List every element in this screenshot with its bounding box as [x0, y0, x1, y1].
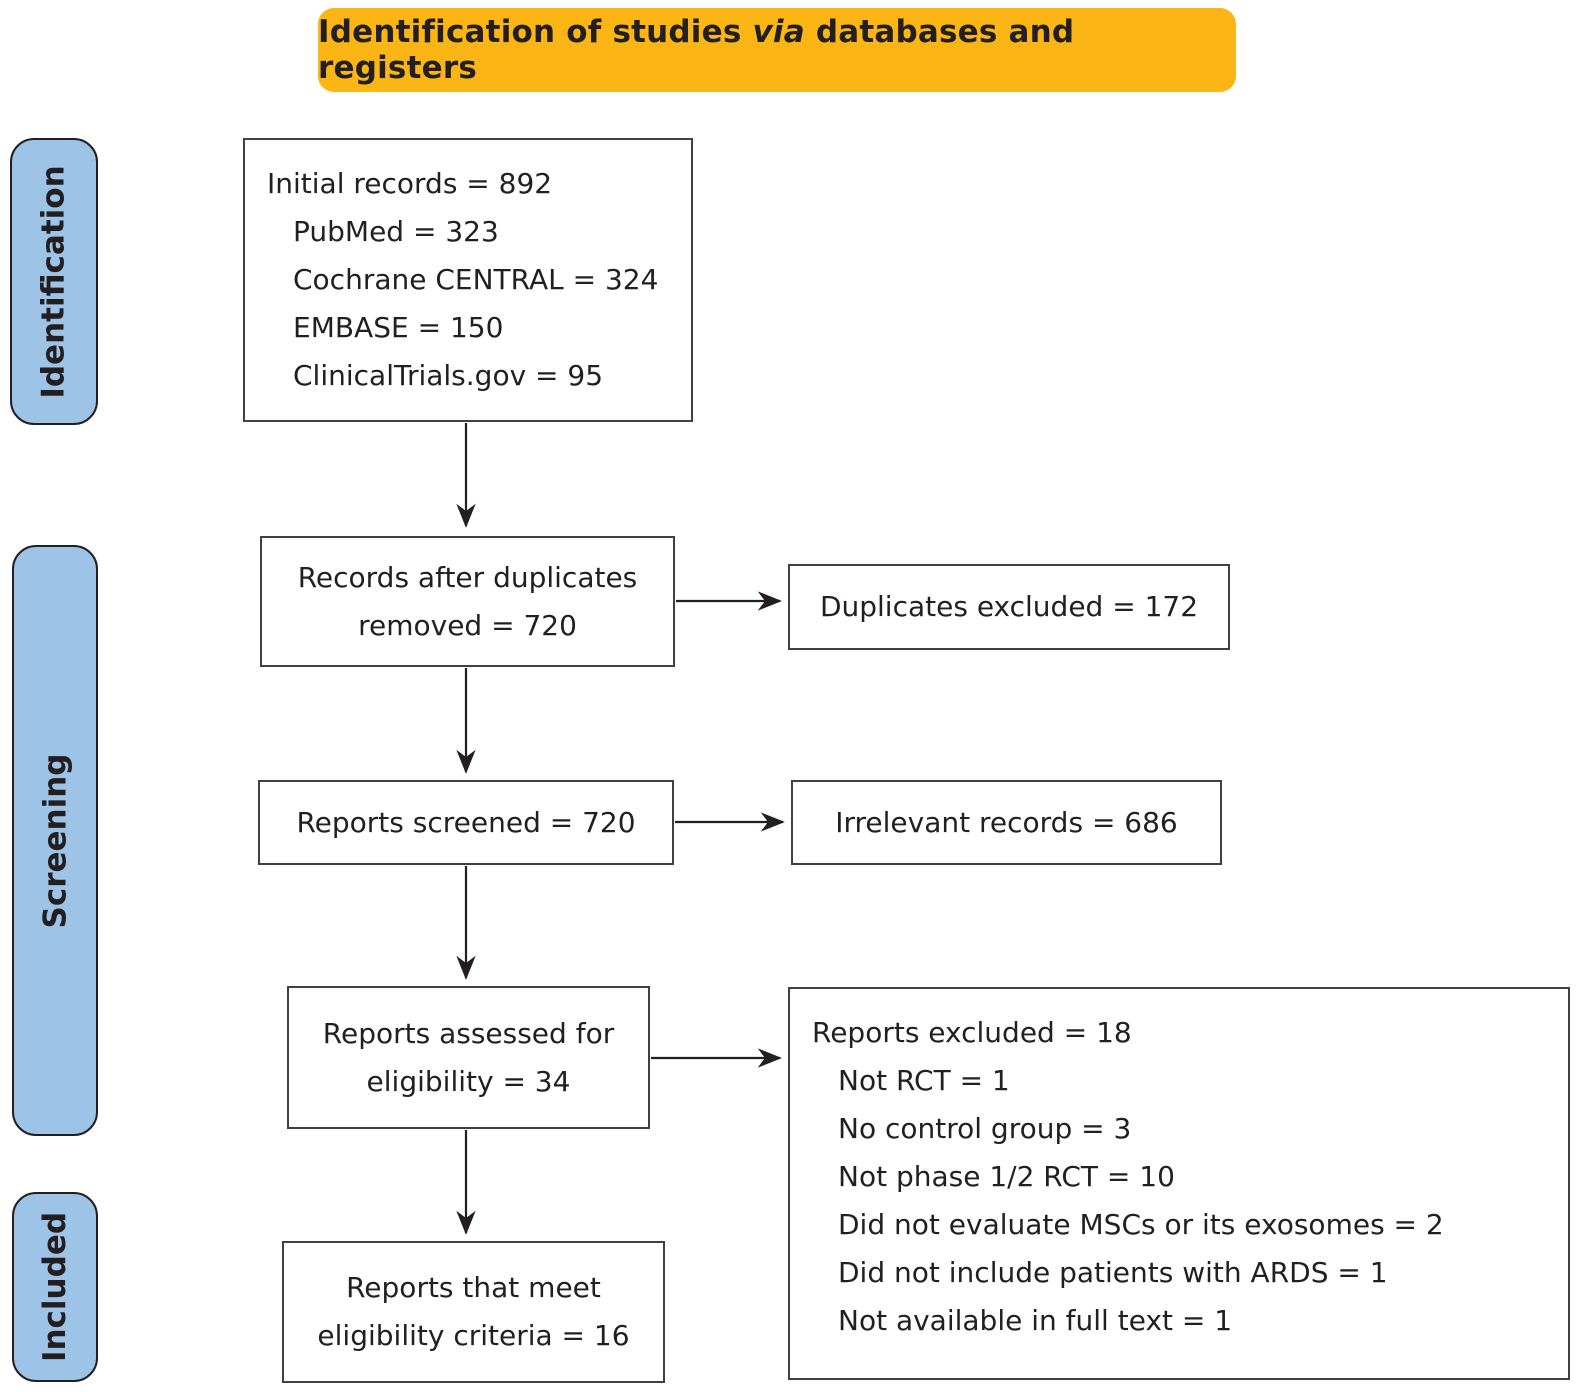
stage-included: Included	[12, 1192, 98, 1382]
reports-excluded-item: Not RCT = 1	[838, 1064, 1010, 1097]
box-reports-screened: Reports screened = 720	[258, 780, 674, 865]
title-text: Identification of studies via databases …	[318, 14, 1236, 86]
box-duplicates-removed: Records after duplicates removed = 720	[260, 536, 675, 667]
box-duplicates-excluded: Duplicates excluded = 172	[788, 564, 1230, 650]
reports-assessed-line2: eligibility = 34	[366, 1064, 571, 1098]
stage-included-label: Included	[37, 1211, 73, 1363]
reports-excluded-item: Did not include patients with ARDS = 1	[838, 1256, 1388, 1289]
reports-screened-text: Reports screened = 720	[296, 805, 636, 839]
stage-screening: Screening	[12, 545, 98, 1136]
box-reports-excluded: Reports excluded = 18 Not RCT = 1 No con…	[788, 987, 1570, 1380]
box-irrelevant-records: Irrelevant records = 686	[791, 780, 1222, 865]
reports-excluded-item: Did not evaluate MSCs or its exosomes = …	[838, 1208, 1444, 1241]
reports-assessed-line1: Reports assessed for	[322, 1016, 615, 1050]
stage-identification: Identification	[10, 138, 98, 425]
reports-excluded-item: Not phase 1/2 RCT = 10	[838, 1160, 1175, 1193]
box-initial-records: Initial records = 892 PubMed = 323 Cochr…	[243, 138, 693, 422]
box-reports-assessed: Reports assessed for eligibility = 34	[287, 986, 650, 1129]
title-suffix: databases and registers	[318, 14, 1075, 86]
reports-excluded-item: Not available in full text = 1	[838, 1304, 1233, 1337]
initial-records-item: ClinicalTrials.gov = 95	[293, 359, 604, 392]
meet-criteria-line2: eligibility criteria = 16	[317, 1319, 630, 1352]
reports-excluded-heading: Reports excluded = 18	[812, 1016, 1132, 1049]
initial-records-item: Cochrane CENTRAL = 324	[293, 263, 659, 296]
initial-records-item: EMBASE = 150	[293, 311, 504, 344]
initial-records-heading: Initial records = 892	[267, 167, 553, 200]
title-prefix: Identification of studies	[318, 14, 753, 50]
initial-records-item: PubMed = 323	[293, 215, 499, 248]
duplicates-excluded-text: Duplicates excluded = 172	[819, 590, 1199, 623]
stage-screening-label: Screening	[37, 753, 73, 928]
stage-identification-label: Identification	[36, 164, 73, 399]
box-meet-criteria: Reports that meet eligibility criteria =…	[282, 1241, 665, 1383]
irrelevant-records-text: Irrelevant records = 686	[835, 805, 1178, 839]
title-emphasis: via	[752, 14, 805, 50]
duplicates-removed-line2: removed = 720	[358, 608, 577, 642]
diagram-title-banner: Identification of studies via databases …	[318, 8, 1236, 92]
meet-criteria-line1: Reports that meet	[346, 1271, 601, 1304]
duplicates-removed-line1: Records after duplicates	[297, 560, 638, 594]
reports-excluded-item: No control group = 3	[838, 1112, 1132, 1145]
